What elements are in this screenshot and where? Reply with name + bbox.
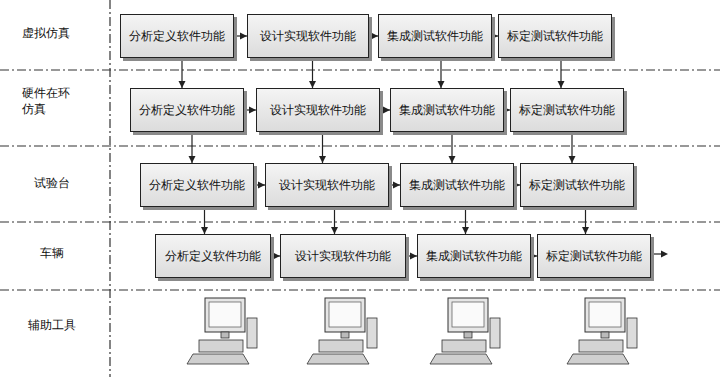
- process-box: 分析定义软件功能: [155, 234, 271, 278]
- computer-icon: [567, 298, 637, 364]
- process-box: 集成测试软件功能: [378, 14, 492, 58]
- process-box: 设计实现软件功能: [265, 163, 389, 207]
- box-text: 集成测试软件功能: [426, 248, 522, 265]
- row-label: 虚拟仿真: [22, 26, 82, 42]
- process-box: 设计实现软件功能: [247, 14, 369, 58]
- arrow-connector: [244, 109, 256, 110]
- arrow-connector: [204, 210, 205, 234]
- row-label: 硬件在环仿真: [22, 86, 74, 117]
- box-text: 设计实现软件功能: [295, 248, 391, 265]
- arrow-connector: [234, 35, 247, 36]
- box-text: 集成测试软件功能: [387, 28, 483, 45]
- arrow-connector: [389, 184, 400, 185]
- computer-icons: [187, 298, 637, 364]
- process-box: 标定测试软件功能: [537, 234, 651, 278]
- arrow-connector: [380, 109, 390, 110]
- box-text: 分析定义软件功能: [165, 248, 261, 265]
- arrow-connector: [406, 255, 417, 256]
- box-text: 集成测试软件功能: [409, 177, 505, 194]
- computer-icon: [430, 298, 500, 364]
- arrow-connector: [451, 135, 452, 163]
- box-text: 标定测试软件功能: [546, 248, 642, 265]
- process-box: 分析定义软件功能: [120, 14, 234, 58]
- arrow-connector: [465, 210, 466, 234]
- arrow-connector: [312, 61, 313, 88]
- arrow-connector: [585, 210, 586, 234]
- arrow-connector: [334, 210, 335, 234]
- row-label: 辅助工具: [28, 318, 98, 334]
- box-text: 分析定义软件功能: [149, 177, 245, 194]
- box-text: 集成测试软件功能: [399, 102, 495, 119]
- process-box: 分析定义软件功能: [130, 88, 244, 132]
- arrow-connector: [571, 135, 572, 163]
- box-text: 标定测试软件功能: [519, 102, 615, 119]
- computer-icon: [307, 298, 377, 364]
- process-box: 集成测试软件功能: [417, 234, 531, 278]
- arrow-connector: [560, 61, 561, 88]
- process-box: 分析定义软件功能: [140, 163, 254, 207]
- box-text: 标定测试软件功能: [529, 177, 625, 194]
- process-box: 设计实现软件功能: [256, 88, 380, 132]
- computer-icon: [187, 298, 257, 364]
- arrow-connector: [191, 135, 192, 163]
- process-box: 设计实现软件功能: [280, 234, 406, 278]
- process-box: 集成测试软件功能: [390, 88, 504, 132]
- arrow-connector: [254, 184, 265, 185]
- box-text: 设计实现软件功能: [279, 177, 375, 194]
- process-box: 标定测试软件功能: [498, 14, 612, 58]
- row-label: 车辆: [40, 246, 100, 262]
- process-box: 集成测试软件功能: [400, 163, 514, 207]
- box-text: 标定测试软件功能: [507, 28, 603, 45]
- box-text: 设计实现软件功能: [260, 28, 356, 45]
- box-text: 分析定义软件功能: [129, 28, 225, 45]
- process-box: 标定测试软件功能: [520, 163, 634, 207]
- process-box: 标定测试软件功能: [510, 88, 624, 132]
- box-text: 分析定义软件功能: [139, 102, 235, 119]
- row-label: 试验台: [34, 176, 94, 192]
- exit-arrow: [653, 251, 668, 258]
- arrow-connector: [181, 61, 182, 88]
- arrow-connector: [440, 61, 441, 88]
- arrow-connector: [271, 255, 280, 256]
- arrow-connector: [322, 135, 323, 163]
- box-text: 设计实现软件功能: [270, 102, 366, 119]
- arrow-connector: [369, 35, 378, 36]
